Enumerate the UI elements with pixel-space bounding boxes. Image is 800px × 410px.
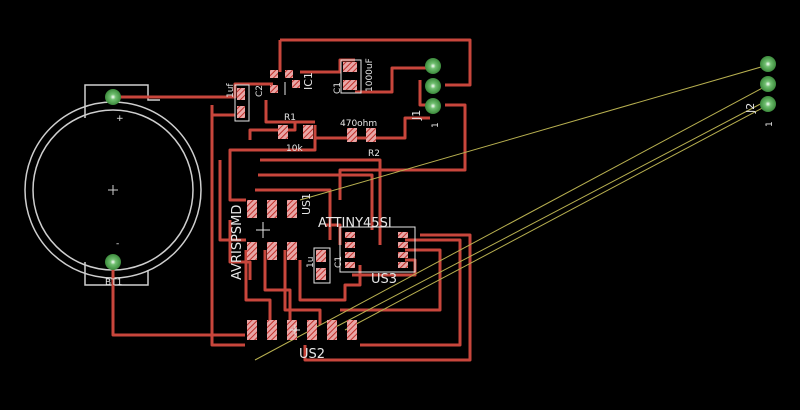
j1-pin-3[interactable] xyxy=(425,58,441,74)
j1-pin-one-label: 1 xyxy=(431,122,441,128)
j2-pin-1[interactable] xyxy=(760,96,776,112)
avrisp-label: AVRISPSMD xyxy=(230,205,245,280)
us3-label: US3 xyxy=(371,272,397,287)
silkscreen-outlines xyxy=(234,59,416,335)
j2-pin-2[interactable] xyxy=(760,76,776,92)
c1-bottom-label: C1 xyxy=(334,256,344,268)
j1-label: J1 xyxy=(410,110,423,121)
battery-name-label: BT1 xyxy=(105,278,122,288)
ic1-label: IC1 xyxy=(302,72,315,90)
c1-value-label: 1000uF xyxy=(365,58,375,92)
attiny-label: ATTINY45SI xyxy=(318,216,392,231)
through-hole-pads[interactable] xyxy=(105,56,776,270)
copper-traces xyxy=(111,38,472,362)
j1-pin-2[interactable] xyxy=(425,78,441,94)
r1-label: R1 xyxy=(284,113,296,123)
c1-label: C1 xyxy=(333,82,343,94)
battery-plus-label: + xyxy=(116,114,124,124)
r2-value-label: 470ohm xyxy=(340,119,377,129)
battery-minus-label: - xyxy=(116,239,119,249)
bt1-plus-pad[interactable] xyxy=(105,89,121,105)
r1-value-label: 10k xyxy=(286,144,303,154)
r2-label: R2 xyxy=(368,149,380,159)
j1-pin-1[interactable] xyxy=(425,98,441,114)
silkscreen-labels: + - BT1 1uf C2 IC1 1000uF C1 J1 1 J2 1 R… xyxy=(105,58,775,362)
us2-label: US2 xyxy=(299,347,325,362)
c2-value-label: 1uf xyxy=(226,83,236,98)
j2-pin-3[interactable] xyxy=(760,56,776,72)
j2-pin-one-label: 1 xyxy=(765,121,775,127)
bt1-minus-pad[interactable] xyxy=(105,254,121,270)
u-bottom-label: 1u xyxy=(306,257,316,268)
j2-label: J2 xyxy=(744,103,757,114)
us1-label: US1 xyxy=(300,193,313,215)
smd-pads[interactable] xyxy=(237,62,408,340)
airwires xyxy=(254,64,769,361)
c2-label: C2 xyxy=(255,85,265,97)
